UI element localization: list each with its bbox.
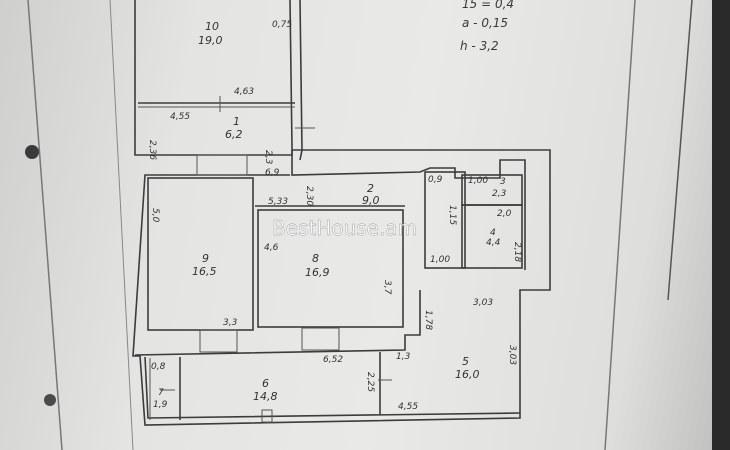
- room-number: 2: [367, 182, 374, 195]
- dimension: 1,78: [423, 310, 433, 330]
- dimension: 6,9: [265, 168, 280, 178]
- dimension: 5,33: [268, 197, 288, 207]
- dark-background-strip: [712, 0, 730, 450]
- dimension: 4,63: [234, 87, 254, 97]
- watermark: BestHouse.am: [272, 216, 417, 240]
- dimension: 4,55: [398, 402, 418, 412]
- room-number: 5: [462, 355, 469, 368]
- room-number: 6: [262, 377, 269, 390]
- room-area: 16,0: [455, 368, 480, 381]
- room-number: 7: [158, 388, 164, 398]
- dimension: 2,25: [365, 372, 375, 392]
- paper-edge-line: [667, 0, 693, 301]
- punch-hole: [25, 145, 39, 159]
- room-number: 4: [490, 228, 496, 238]
- room-area: 19,0: [198, 34, 223, 47]
- dimension: 4,55: [170, 112, 190, 122]
- dimension: 2,3: [263, 150, 273, 165]
- room-area: 1,9: [153, 400, 168, 410]
- dimension: 1,15: [447, 205, 457, 225]
- paper-margin-line: [109, 0, 134, 450]
- dimension: 3,3: [223, 318, 238, 328]
- room-number: 10: [205, 20, 219, 33]
- dimension: 3,7: [382, 280, 392, 295]
- dimension: 0,75: [272, 20, 292, 30]
- dimension: 2,30: [304, 186, 314, 206]
- dimension: 3,03: [507, 345, 517, 365]
- note-line: a - 0,15: [462, 16, 508, 30]
- dimension: 1,3: [396, 352, 411, 362]
- dimension: 3,03: [473, 298, 493, 308]
- room-labels: 10 19,0 1 6,2 9 16,5 8 16,9 2 9,0 3 2,3 …: [153, 20, 507, 410]
- dimension: 1,00: [430, 255, 450, 265]
- room-area: 9,0: [362, 194, 380, 207]
- dimension: 4,6: [264, 243, 279, 253]
- room-area: 4,4: [486, 238, 501, 248]
- room-number: 8: [312, 252, 319, 265]
- room-area: 16,5: [192, 265, 217, 278]
- room-number: 1: [233, 115, 240, 128]
- dimension: 6,52: [323, 355, 343, 365]
- dimension: 2,36: [147, 140, 157, 160]
- dimension: 2,0: [497, 209, 512, 219]
- room-area: 6,2: [225, 128, 243, 141]
- dimension-labels: 0,75 4,63 4,55 2,36 2,3 6,9 5,0 5,33 2,3…: [147, 20, 522, 412]
- dimension: 2,18: [512, 242, 522, 262]
- note-line: h - 3,2: [460, 39, 499, 53]
- walls: [132, 0, 551, 426]
- paper-edge-line: [604, 0, 636, 450]
- dimension: 5,0: [150, 208, 160, 223]
- room-area: 2,3: [492, 189, 507, 199]
- note-line: 15 = 0,4: [462, 0, 514, 11]
- dimension: 1,00: [468, 176, 488, 186]
- punch-hole: [44, 394, 56, 406]
- plan-notes: 15 = 0,4 a - 0,15 h - 3,2: [460, 0, 514, 53]
- room-area: 16,9: [305, 266, 330, 279]
- dimension: 0,8: [151, 362, 166, 372]
- room-number: 3: [500, 177, 506, 187]
- room-number: 9: [202, 252, 209, 265]
- room-area: 14,8: [253, 390, 278, 403]
- paper-edge-line: [27, 0, 63, 450]
- dimension: 0,9: [428, 175, 443, 185]
